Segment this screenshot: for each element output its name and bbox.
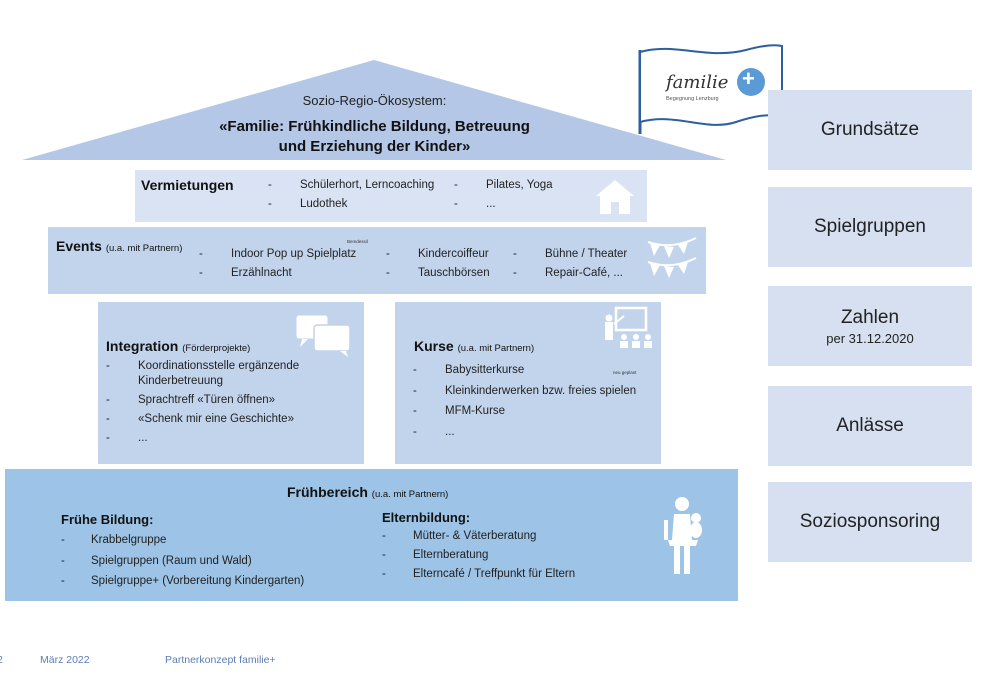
logo-plus: + (742, 66, 755, 91)
vermietungen-item: -... (454, 198, 496, 210)
kurse-list: -Babysitterkurse -Kleinkinderwerken bzw.… (395, 360, 661, 442)
side-anlaesse[interactable]: Anlässe (768, 386, 972, 466)
house-icon (596, 180, 634, 214)
list-item: -Krabbelgruppe (61, 534, 167, 546)
list-item: -Spielgruppe+ (Vorbereitung Kindergarten… (61, 575, 305, 587)
side-label: Grundsätze (820, 119, 920, 140)
side-zahlen[interactable]: Zahlen per 31.12.2020 (768, 286, 972, 366)
roof-title-line2: und Erziehung der Kinder» (278, 138, 471, 155)
side-soziosponsoring[interactable]: Soziosponsoring (768, 482, 972, 562)
events-item: -Kindercoiffeur (386, 248, 489, 260)
list-item: -Mütter- & Väterberatung (382, 530, 537, 542)
side-label: Soziosponsoring (799, 511, 941, 532)
vermietungen-item: -Ludothek (268, 198, 348, 210)
list-item: -«Schenk mir eine Geschichte» (106, 413, 294, 425)
elternbildung-heading: Elternbildung: (382, 510, 471, 525)
fruehe-bildung-list: -Krabbelgruppe -Spielgruppen (Raum und W… (5, 530, 304, 592)
footer-document-title: Partnerkonzept familie+ (165, 654, 276, 666)
roof-shape (22, 60, 726, 160)
list-item: -Elterncafé / Treffpunkt für Eltern (382, 568, 576, 580)
list-item: -Babysitterkurse (413, 364, 525, 376)
familie-flag-logo (638, 44, 783, 134)
footer-date: März 2022 (40, 654, 90, 666)
integration-heading: Integration (Förderprojekte) (106, 338, 251, 354)
list-item: -MFM-Kurse (413, 405, 506, 417)
fruehbereich-box (5, 469, 738, 601)
side-label: Anlässe (836, 415, 904, 436)
fruehe-bildung-heading: Frühe Bildung: (61, 512, 154, 527)
roof-title: «Familie: Frühkindliche Bildung, Betreuu… (0, 117, 749, 157)
side-label: Zahlen (840, 306, 900, 328)
events-item: -Tauschbörsen (386, 267, 490, 279)
list-item: -Koordinationsstelle ergänzende (106, 360, 300, 372)
side-sublabel: per 31.12.2020 (826, 330, 914, 346)
vermietungen-box (135, 170, 647, 222)
integration-note: (Förderprojekte) (182, 343, 251, 354)
list-item: -... (413, 425, 455, 438)
vermietungen-heading: Vermietungen (141, 177, 234, 193)
side-spielgruppen[interactable]: Spielgruppen (768, 187, 972, 267)
kurse-heading: Kurse (u.a. mit Partnern) (414, 338, 535, 354)
integration-list: -Koordinationsstelle ergänzende Kinderbe… (98, 357, 358, 448)
logo-tagline: Begegnung Lenzburg (666, 96, 719, 102)
events-box (48, 227, 706, 294)
kurse-tiny-note: neu geplant (613, 370, 637, 375)
speech-bubbles-icon (295, 314, 351, 357)
roof-subtitle: Sozio-Regio-Ökosystem: (302, 93, 447, 108)
logo-word: familie (666, 72, 729, 93)
list-item: -Sprachtreff «Türen öffnen» (106, 394, 276, 406)
vermietungen-item: -Schülerhort, Lerncoaching (268, 179, 435, 191)
events-item: -Bühne / Theater (513, 248, 628, 260)
side-grundsaetze[interactable]: Grundsätze (768, 90, 972, 170)
events-note: (u.a. mit Partnern) (105, 243, 183, 254)
vermietungen-item: -Pilates, Yoga (454, 179, 553, 191)
events-tiny-note: Bemdessil (347, 239, 368, 244)
list-item: -Kleinkinderwerken bzw. freies spielen (413, 384, 637, 397)
list-item: -Spielgruppen (Raum und Wald) (61, 554, 252, 567)
elternbildung-list: -Mütter- & Väterberatung -Elternberatung… (382, 527, 575, 584)
mother-child-icon (664, 497, 702, 574)
fruehbereich-heading: Frühbereich (u.a. mit Partnern) (287, 484, 449, 500)
teacher-icon (605, 306, 652, 348)
roof-title-line1: «Familie: Frühkindliche Bildung, Betreuu… (219, 118, 530, 135)
side-label: Spielgruppen (814, 216, 926, 237)
list-item: Kinderbetreuung (138, 375, 224, 387)
events-item: -Indoor Pop up Spielplatz (199, 248, 357, 260)
events-heading: Events (u.a. mit Partnern) (56, 238, 183, 254)
list-item: -Elternberatung (382, 549, 489, 561)
bunting-icon (647, 237, 697, 278)
list-item: -... (106, 432, 148, 444)
events-item: -Repair-Café, ... (513, 267, 623, 279)
fruehbereich-note: (u.a. mit Partnern) (371, 489, 449, 500)
events-item: -Erzählnacht (199, 267, 292, 279)
kurse-note: (u.a. mit Partnern) (457, 343, 535, 354)
footer-page-number: 2 (0, 654, 3, 666)
